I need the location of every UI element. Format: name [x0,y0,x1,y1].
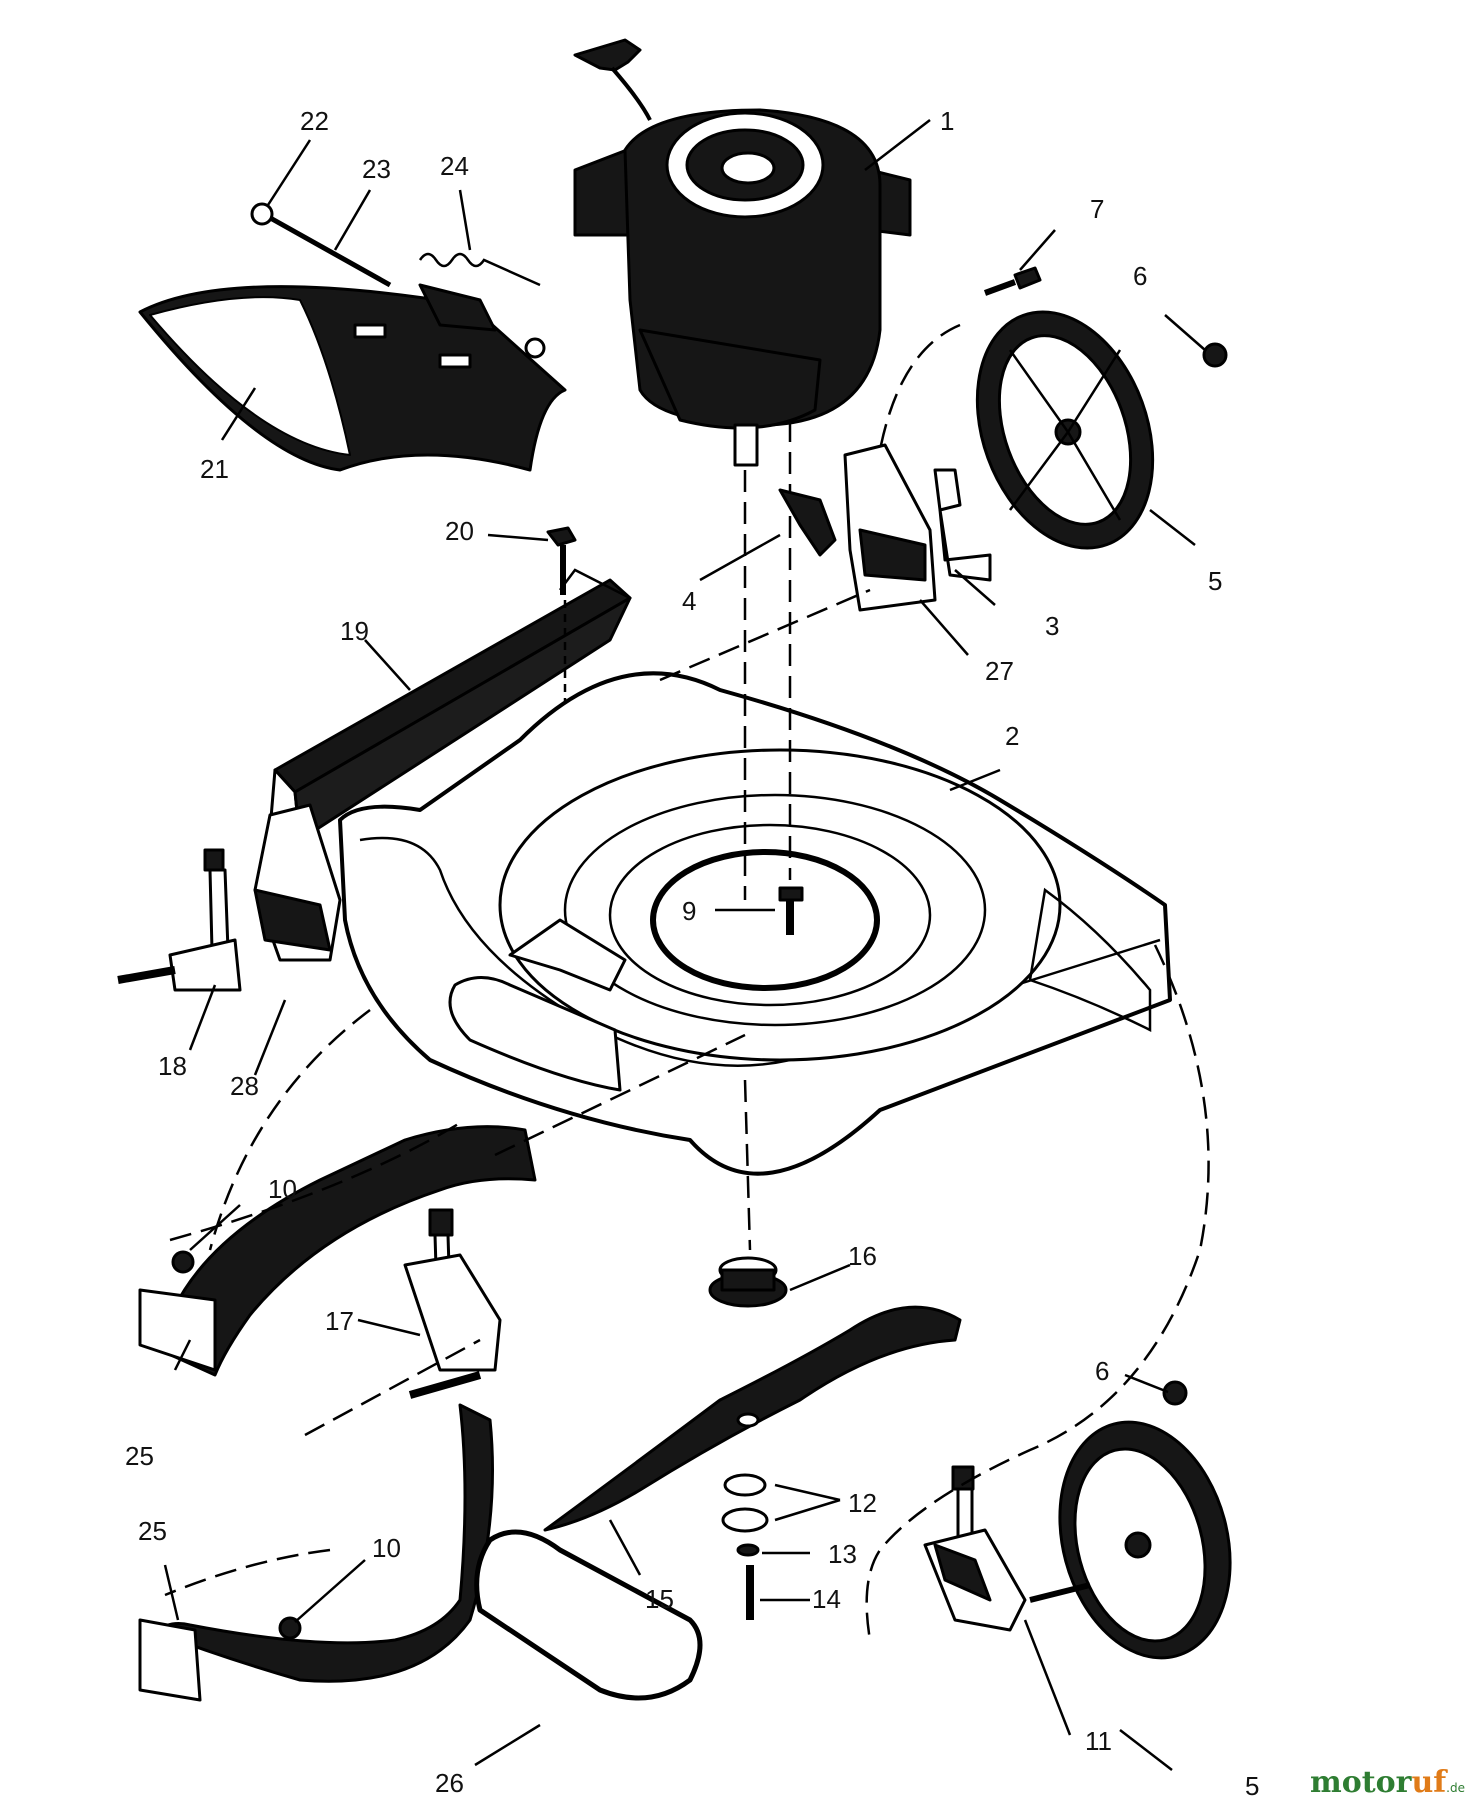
callout-16: 16 [848,1241,877,1271]
nut-6a-part [1202,342,1228,368]
callout-labels: 1 2 3 4 5 5 6 6 7 9 10 10 11 12 13 14 15… [125,106,1259,1800]
rear-right-adjuster-part [923,1465,1091,1632]
callout-28: 28 [230,1071,259,1101]
callout-10b: 10 [372,1533,401,1563]
callout-27: 27 [985,656,1014,686]
callout-24: 24 [440,151,469,181]
callout-15: 15 [645,1584,674,1614]
watermark-part2: uf [1411,1765,1448,1800]
callout-1: 1 [940,106,954,136]
engine-part [573,38,912,467]
rear-flap-part [138,202,567,472]
callout-7: 7 [1090,194,1104,224]
callout-21: 21 [200,454,229,484]
blade-adapter-part [708,1256,788,1308]
callout-22: 22 [300,106,329,136]
callout-20: 20 [445,516,474,546]
mower-deck-part [338,671,1172,1176]
callout-12: 12 [848,1488,877,1518]
callout-6a: 6 [1133,261,1147,291]
callout-23: 23 [362,154,391,184]
rear-left-adjuster-part [117,803,342,992]
blade-hardware-part [721,1473,769,1620]
callout-14: 14 [812,1584,841,1614]
watermark-suffix: .de [1446,1781,1465,1795]
callout-13: 13 [828,1539,857,1569]
callout-19: 19 [340,616,369,646]
callout-25b: 25 [138,1516,167,1546]
front-adjuster-17-part [403,1208,502,1399]
callout-10a: 10 [268,1174,297,1204]
watermark-part1: motor [1310,1765,1413,1800]
svg-text:motoruf.de: motoruf.de [1310,1765,1465,1800]
wheel-front-right-part [975,310,1155,550]
side-flap-upper-part [138,1125,537,1377]
callout-9: 9 [682,896,696,926]
callout-18: 18 [158,1051,187,1081]
watermark-logo: motoruf.de [1310,1765,1465,1800]
callout-25a: 25 [125,1441,154,1471]
callout-11: 11 [1085,1726,1112,1756]
wheel-rear-right-part [1058,1420,1232,1660]
leader-lines [163,119,1206,1771]
callout-17: 17 [325,1306,354,1336]
callout-5b: 5 [1245,1771,1259,1800]
front-height-adjuster-part [778,443,992,612]
callout-3: 3 [1045,611,1059,641]
callout-26: 26 [435,1768,464,1798]
callout-6b: 6 [1095,1356,1109,1386]
callout-4: 4 [682,586,696,616]
bolt-7-part [1013,266,1042,290]
callout-5a: 5 [1208,566,1222,596]
bolt-9-part [778,886,804,935]
side-flap-lower-part [138,1403,494,1702]
mulch-plug-part [474,1529,703,1701]
nut-6b-part [1162,1380,1188,1406]
callout-2: 2 [1005,721,1019,751]
